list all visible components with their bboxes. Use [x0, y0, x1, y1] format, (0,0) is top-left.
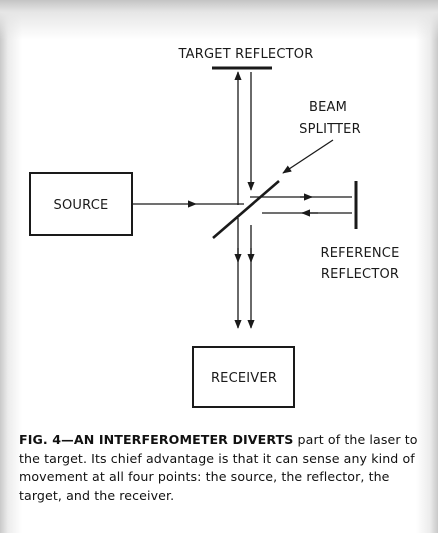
beam-label-line2: SPLITTER [299, 122, 361, 137]
beam-splitter [212, 180, 280, 239]
receiver-box [192, 346, 295, 408]
target-reflector-label: TARGET REFLECTOR [178, 47, 314, 62]
beam-label-line1: BEAM [309, 100, 347, 115]
caption-text: part of the laser to the target. Its chi… [19, 432, 418, 503]
reference-label-line1: REFERENCE [320, 246, 399, 261]
caption-lead: FIG. 4—AN INTERFEROMETER DIVERTS [19, 432, 294, 447]
source-label: SOURCE [54, 198, 109, 213]
source-box [29, 172, 133, 236]
frame-shading [0, 0, 438, 40]
reference-label-line2: REFLECTOR [321, 267, 399, 282]
receiver-label: RECEIVER [211, 371, 277, 386]
beam-splitter-pointer [282, 139, 334, 174]
figure-caption: FIG. 4—AN INTERFEROMETER DIVERTS part of… [19, 431, 427, 505]
